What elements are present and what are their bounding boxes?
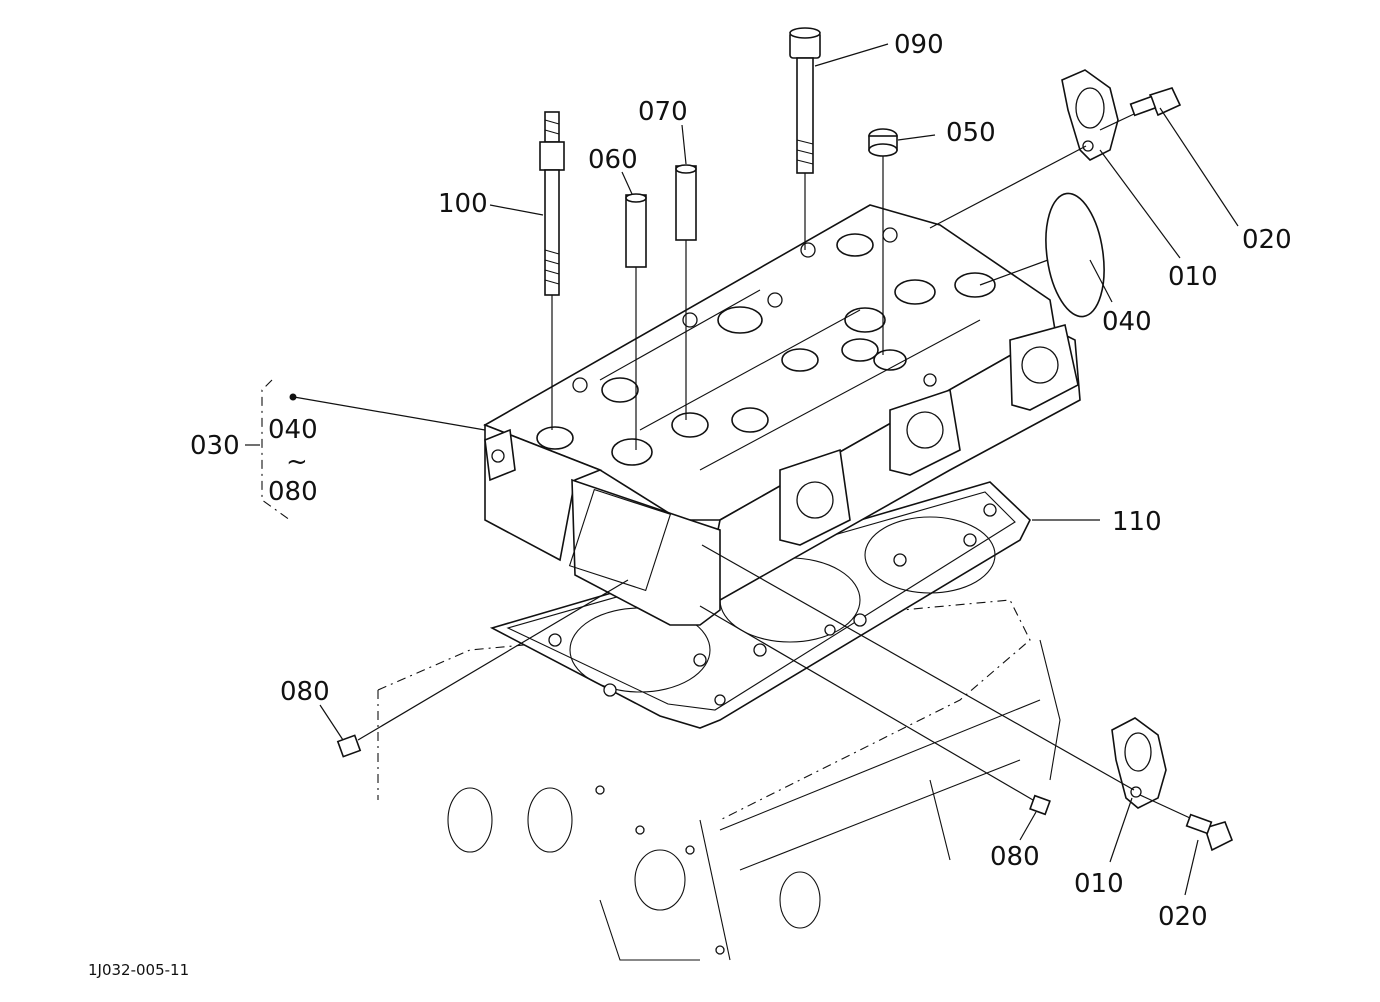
callout-020-top: 020 [1242,225,1292,255]
plug-right [699,605,1051,816]
callout-030-range-end: 080 [268,477,318,507]
callout-080-right: 080 [990,842,1040,872]
hanger-bracket-bottom [701,544,1167,809]
callout-leaders [245,43,1239,896]
cylinder-head [483,204,1081,626]
plug-left [336,579,629,758]
callout-100: 100 [438,189,488,219]
head-gasket [489,481,1031,729]
callout-030-range-start: 040 [268,415,318,445]
callout-070: 070 [638,97,688,127]
callout-010-top: 010 [1168,262,1218,292]
callout-030-range-sep: ~ [286,447,308,477]
callout-030: 030 [190,431,240,461]
callout-090: 090 [894,30,944,60]
bracket-bolt-bottom [1139,794,1234,852]
callout-110: 110 [1112,507,1162,537]
callout-060: 060 [588,145,638,175]
hanger-bracket-top [929,69,1119,229]
callout-080-left: 080 [280,677,330,707]
plug-disc [979,192,1105,318]
drawing-code: 1J032-005-11 [88,961,189,979]
callout-040: 040 [1102,307,1152,337]
callout-020-bottom: 020 [1158,902,1208,932]
head-bolt [789,27,821,250]
bracket-bolt-top [1099,87,1182,131]
valve-guide-070 [675,164,697,420]
valve-guide-060 [625,193,647,450]
callout-050: 050 [946,118,996,148]
engine-block [377,599,1061,961]
callout-labels: 090 070 050 060 100 020 010 040 030 040 … [88,30,1292,979]
callout-010-bottom: 010 [1074,869,1124,899]
stud-bolt [539,111,565,430]
valve-seal [868,128,898,355]
